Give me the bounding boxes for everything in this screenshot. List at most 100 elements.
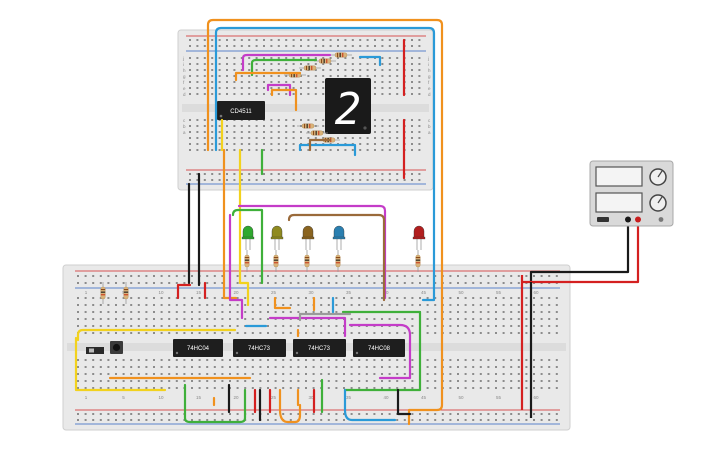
hole[interactable] [487, 332, 490, 334]
hole[interactable] [130, 359, 133, 361]
rail-hole[interactable] [350, 275, 353, 277]
hole[interactable] [229, 325, 231, 327]
hole[interactable] [255, 63, 258, 65]
rail-hole[interactable] [226, 179, 228, 181]
hole[interactable] [403, 297, 406, 299]
rail-hole[interactable] [240, 45, 243, 47]
hole[interactable] [99, 325, 102, 327]
hole[interactable] [240, 137, 243, 139]
rail-hole[interactable] [196, 39, 199, 41]
rail-hole[interactable] [221, 413, 224, 415]
hole[interactable] [381, 387, 383, 389]
hole[interactable] [189, 125, 191, 127]
hole[interactable] [84, 325, 87, 327]
hole[interactable] [189, 131, 191, 133]
ground-terminal[interactable] [658, 217, 664, 222]
hole[interactable] [175, 373, 178, 375]
hole[interactable] [388, 149, 391, 151]
hole[interactable] [365, 373, 368, 375]
hole[interactable] [359, 149, 362, 151]
hole[interactable] [191, 373, 193, 375]
rail-hole[interactable] [211, 173, 214, 175]
hole[interactable] [285, 149, 288, 151]
hole[interactable] [189, 87, 191, 89]
rail-hole[interactable] [510, 282, 513, 284]
hole[interactable] [240, 149, 243, 151]
hole[interactable] [555, 332, 558, 334]
hole[interactable] [335, 325, 338, 327]
hole[interactable] [381, 366, 383, 368]
hole[interactable] [487, 387, 490, 389]
rail-hole[interactable] [297, 282, 300, 284]
rail-hole[interactable] [487, 282, 490, 284]
lower-holes[interactable] [77, 275, 558, 421]
hole[interactable] [107, 325, 110, 327]
hole[interactable] [300, 81, 302, 83]
hole[interactable] [434, 387, 437, 389]
rail-hole[interactable] [358, 413, 361, 415]
wire[interactable] [273, 296, 292, 310]
hole[interactable] [388, 125, 391, 127]
hole[interactable] [464, 318, 467, 320]
hole[interactable] [396, 63, 399, 65]
hole[interactable] [221, 373, 224, 375]
hole[interactable] [426, 366, 429, 368]
hole[interactable] [244, 380, 247, 382]
hole[interactable] [457, 380, 459, 382]
led[interactable] [412, 225, 426, 250]
hole[interactable] [540, 297, 543, 299]
hole[interactable] [307, 131, 310, 133]
chip-74hc04[interactable]: 74HC04 [173, 339, 223, 357]
resistor[interactable] [304, 250, 310, 272]
hole[interactable] [267, 387, 269, 389]
wire[interactable] [529, 220, 630, 284]
hole[interactable] [403, 359, 406, 361]
rail-hole[interactable] [99, 413, 102, 415]
hole[interactable] [130, 297, 133, 299]
hole[interactable] [160, 359, 163, 361]
rail-hole[interactable] [191, 419, 193, 421]
hole[interactable] [213, 311, 216, 313]
hole[interactable] [160, 304, 163, 306]
hole[interactable] [533, 380, 535, 382]
hole[interactable] [251, 332, 254, 334]
hole[interactable] [259, 311, 262, 313]
hole[interactable] [418, 143, 421, 145]
rail-hole[interactable] [449, 413, 452, 415]
hole[interactable] [263, 75, 265, 77]
hole[interactable] [196, 143, 199, 145]
hole[interactable] [92, 325, 95, 327]
rail-hole[interactable] [411, 275, 414, 277]
rail-hole[interactable] [277, 173, 280, 175]
hole[interactable] [289, 359, 292, 361]
resistor[interactable] [306, 130, 328, 136]
rail-hole[interactable] [115, 275, 117, 277]
rail-hole[interactable] [160, 275, 163, 277]
hole[interactable] [277, 125, 280, 127]
hole[interactable] [196, 137, 199, 139]
hole[interactable] [282, 380, 285, 382]
wire[interactable] [298, 143, 357, 157]
rail-hole[interactable] [191, 275, 193, 277]
hole[interactable] [285, 143, 288, 145]
hole[interactable] [457, 332, 459, 334]
hole[interactable] [255, 81, 258, 83]
hole[interactable] [206, 297, 209, 299]
hole[interactable] [388, 143, 391, 145]
rail-hole[interactable] [502, 282, 505, 284]
hole[interactable] [555, 297, 558, 299]
hole[interactable] [457, 304, 459, 306]
hole[interactable] [449, 311, 452, 313]
rail-hole[interactable] [540, 413, 543, 415]
hole[interactable] [213, 318, 216, 320]
hole[interactable] [292, 69, 295, 71]
hole[interactable] [292, 143, 295, 145]
hole[interactable] [312, 387, 315, 389]
hole[interactable] [411, 387, 414, 389]
hole[interactable] [411, 366, 414, 368]
rail-hole[interactable] [160, 419, 163, 421]
hole[interactable] [502, 304, 505, 306]
hole[interactable] [240, 81, 243, 83]
rail-hole[interactable] [381, 39, 384, 41]
hole[interactable] [350, 318, 353, 320]
